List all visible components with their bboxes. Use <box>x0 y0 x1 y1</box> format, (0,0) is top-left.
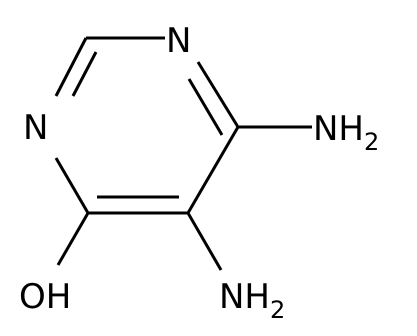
bond-n3-c2-inner <box>71 51 98 97</box>
amine-right-subscript: 2 <box>364 128 379 156</box>
atom-amine-right: NH2 <box>313 109 379 156</box>
amine-bottom-subscript: 2 <box>270 296 285 324</box>
amine-bottom-main: NH <box>219 277 270 317</box>
bond-n1-c6-inner <box>187 78 224 136</box>
bond-n1-c6 <box>196 61 240 128</box>
atom-n-top: N <box>166 21 191 61</box>
atom-n-left: N <box>23 108 48 148</box>
bond-c4-n3 <box>54 157 90 214</box>
bond-c5-nh2 <box>186 212 223 271</box>
atom-amine-bottom: NH2 <box>219 277 285 324</box>
bond-c6-c5 <box>186 126 240 214</box>
bond-n3-c2 <box>54 37 88 97</box>
bond-c4-oh <box>56 212 90 266</box>
atom-hydroxyl: OH <box>19 277 71 317</box>
amine-right-main: NH <box>313 109 364 149</box>
